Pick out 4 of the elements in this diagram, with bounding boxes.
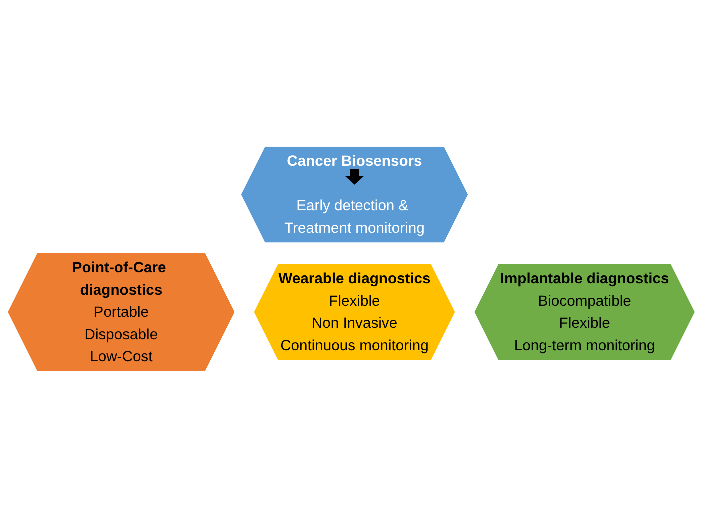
hexagon-node: Implantable diagnostics Biocompatible Flexible Long-term monitoring bbox=[472, 262, 697, 362]
hexagon-node: Point-of-Care diagnostics Portable Disposable Low-Cost bbox=[6, 252, 237, 374]
hexagon-node: Cancer Biosensors Early detection & Treatment monitoring bbox=[239, 146, 470, 245]
hexagon-node: Wearable diagnostics Flexible Non Invasive Continuous monitoring bbox=[252, 262, 458, 362]
